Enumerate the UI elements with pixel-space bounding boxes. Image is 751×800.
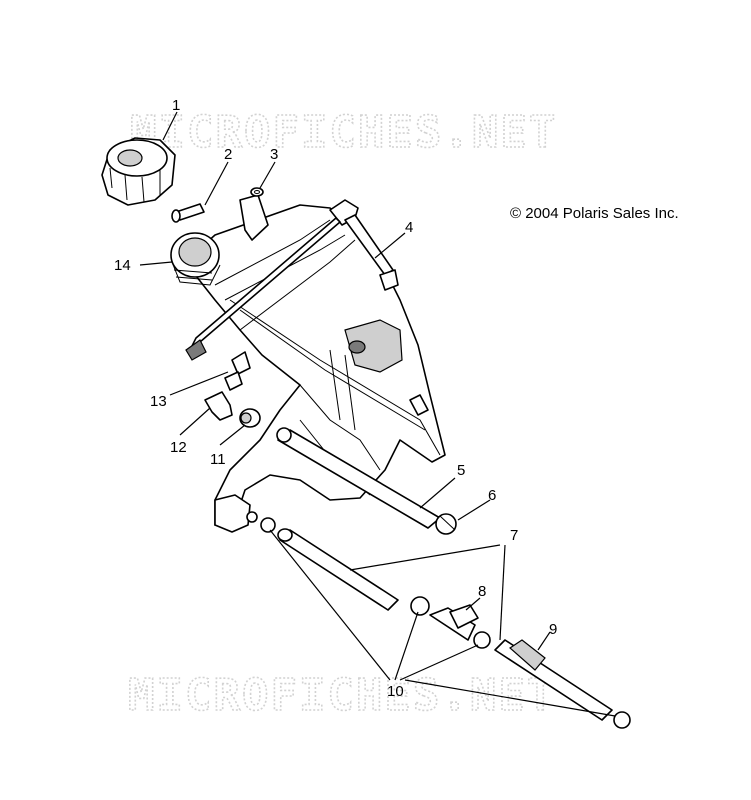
callout-12: 12 [170,439,187,456]
fuel-sender [185,199,399,361]
callouts: 1 2 3 4 5 6 7 8 9 10 11 12 13 14 [114,97,557,700]
fuel-tank [184,194,446,533]
callout-6: 6 [488,487,496,504]
callout-11: 11 [210,451,226,468]
pin [171,203,205,223]
washer [250,187,264,197]
hose-7 [277,528,399,611]
callout-9: 9 [549,621,557,638]
clamp-11 [239,408,261,428]
fuel-filter [410,596,491,649]
callout-4: 4 [405,219,413,236]
callout-13: 13 [150,393,167,410]
callout-5: 5 [457,462,465,479]
fuel-cap [101,137,176,206]
hose-9 [494,639,631,729]
callout-7: 7 [510,527,518,544]
clamp-6 [435,513,457,535]
filler-neck [170,232,221,286]
callout-3: 3 [270,146,278,163]
fitting-13 [224,351,251,391]
copyright-text: © 2004 Polaris Sales Inc. [510,205,679,222]
callout-14: 14 [114,257,131,274]
leader-lines [139,111,616,717]
callout-1: 1 [172,97,180,114]
nozzle-fittings [246,511,276,533]
callout-10: 10 [387,683,404,700]
watermark-bottom: MICROFICHES.NET [128,670,555,721]
callout-2: 2 [224,146,232,163]
elbow-12 [204,391,233,421]
callout-8: 8 [478,583,486,600]
watermark-top: MICROFICHES.NET [130,107,557,158]
